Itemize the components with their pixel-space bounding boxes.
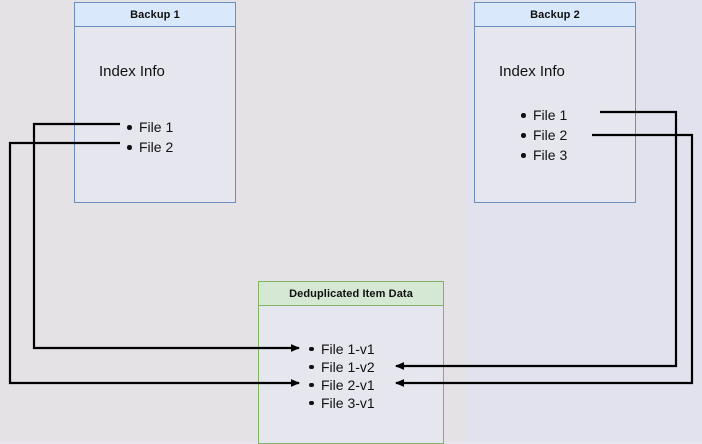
backup-2-title: Backup 2 [475,3,635,27]
backup-2-box[interactable]: Backup 2 Index Info File 1 File 2 File 3 [474,2,636,203]
backup-2-index-info-label: Index Info [499,63,565,80]
list-item[interactable]: File 2 [125,137,173,157]
backup-2-file-list: File 1 File 2 File 3 [519,105,567,165]
backup-1-index-info-label: Index Info [99,63,165,80]
list-item[interactable]: File 3-v1 [307,394,375,412]
backup-1-file-list: File 1 File 2 [125,117,173,157]
list-item[interactable]: File 1 [519,105,567,125]
edge-backup2-file1-to-file1v2 [395,110,678,370]
deduplicated-item-data-body: File 1-v1 File 1-v2 File 2-v1 File 3-v1 [259,306,443,443]
list-item[interactable]: File 2-v1 [307,376,375,394]
backup-2-body: Index Info File 1 File 2 File 3 [475,27,635,202]
list-item[interactable]: File 1 [125,117,173,137]
deduplicated-item-data-title: Deduplicated Item Data [259,282,443,306]
list-item[interactable]: File 1-v2 [307,358,375,376]
backup-1-body: Index Info File 1 File 2 [75,27,235,202]
dedup-file-list: File 1-v1 File 1-v2 File 2-v1 File 3-v1 [307,340,375,412]
deduplicated-item-data-box[interactable]: Deduplicated Item Data File 1-v1 File 1-… [258,281,444,444]
backup-1-title: Backup 1 [75,3,235,27]
edge-backup2-file2-to-file2v1 [395,133,694,387]
list-item[interactable]: File 1-v1 [307,340,375,358]
list-item[interactable]: File 3 [519,145,567,165]
edge-backup1-file1-to-file1v1 [32,122,300,352]
backup-1-box[interactable]: Backup 1 Index Info File 1 File 2 [74,2,236,203]
edge-backup1-file2-to-file2v1 [8,141,300,387]
list-item[interactable]: File 2 [519,125,567,145]
